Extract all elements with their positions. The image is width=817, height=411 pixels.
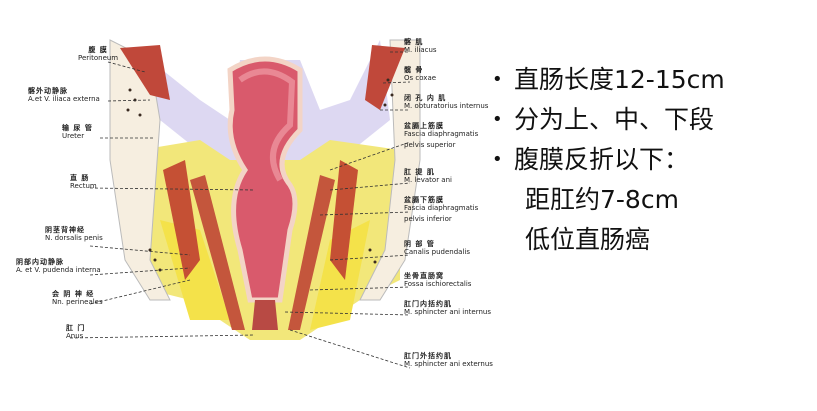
sub-item-low-rectal-cancer: 低位直肠癌	[525, 225, 651, 254]
bullet-icon: •	[492, 149, 503, 170]
bullet-item-segments: •分为上、中、下段	[492, 100, 812, 140]
sub-item-distance: 距肛约7-8cm	[525, 185, 679, 214]
bullet-icon: •	[492, 109, 503, 130]
bullet-item-length: •直肠长度12-15cm	[492, 60, 812, 100]
bullet-list: •直肠长度12-15cm •分为上、中、下段 •腹膜反折以下： 距肛约7-8cm…	[492, 60, 812, 260]
anatomy-drawing	[69, 39, 421, 369]
bullet-icon: •	[492, 69, 503, 90]
bullet-item-peritoneal-reflection: •腹膜反折以下：	[492, 140, 812, 180]
